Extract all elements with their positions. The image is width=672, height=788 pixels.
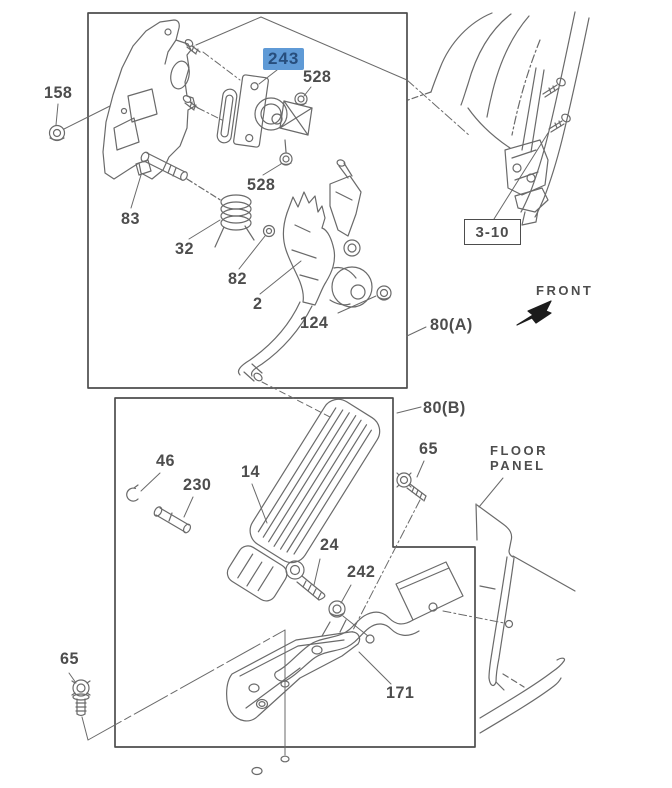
vehicle-location-sketch <box>407 11 590 226</box>
floor-panel-label-line2: PANEL <box>490 458 546 473</box>
floor-panel-drawing <box>475 477 576 687</box>
callout-528-upper[interactable]: 528 <box>303 67 332 86</box>
floor-panel-label-line1: FLOOR <box>490 443 548 458</box>
clip-46-drawing <box>126 472 161 502</box>
leader-80a <box>406 326 427 337</box>
pedal-lever-2-drawing <box>237 159 373 419</box>
pedal-pad-14-drawing <box>226 398 381 602</box>
callout-230[interactable]: 230 <box>183 475 212 494</box>
bracket-171-drawing <box>226 561 505 776</box>
front-label: FRONT <box>536 283 594 298</box>
callout-124[interactable]: 124 <box>300 313 329 332</box>
callout-80a[interactable]: 80(A) <box>430 315 473 334</box>
nut-528b-drawing <box>262 152 293 176</box>
leader-80b <box>396 406 422 414</box>
callout-171[interactable]: 171 <box>386 683 415 702</box>
callout-158[interactable]: 158 <box>44 83 73 102</box>
cross-reference-3-10[interactable]: 3-10 <box>464 219 521 245</box>
bushing-82-drawing <box>238 224 276 270</box>
callout-80b[interactable]: 80(B) <box>423 398 466 417</box>
callout-65-upper[interactable]: 65 <box>419 439 438 458</box>
vehicle-bolt-icon <box>548 113 571 133</box>
assembly-box-a <box>87 12 408 389</box>
callout-65-lower[interactable]: 65 <box>60 649 79 668</box>
cross-reference-label: 3-10 <box>475 223 510 241</box>
bolt-65a-drawing <box>351 460 427 633</box>
nut-242-drawing <box>328 584 369 637</box>
spring-32-drawing <box>188 194 255 248</box>
callout-242[interactable]: 242 <box>347 562 376 581</box>
nut-124-drawing <box>337 285 392 314</box>
sensor-243-drawing <box>216 69 313 153</box>
bolt-24-drawing <box>285 558 326 601</box>
screw-icon <box>184 39 201 55</box>
assembly-box-b <box>114 397 476 748</box>
callout-24[interactable]: 24 <box>320 535 339 554</box>
front-direction-arrow-icon <box>516 300 552 326</box>
callout-82[interactable]: 82 <box>228 269 247 288</box>
bolt-65b-drawing <box>68 629 286 741</box>
callout-14[interactable]: 14 <box>241 462 260 481</box>
callout-2[interactable]: 2 <box>253 294 263 313</box>
nut-528a-drawing <box>294 86 312 106</box>
body-sill-contours <box>479 657 566 734</box>
callout-528-lower[interactable]: 528 <box>247 175 276 194</box>
pivot-rod-drawing <box>140 151 223 202</box>
nut-158-drawing <box>48 103 111 142</box>
screw-icon <box>182 95 199 111</box>
projection-lines <box>195 16 471 137</box>
callout-83[interactable]: 83 <box>121 209 140 228</box>
callout-243-selected[interactable]: 243 <box>263 48 305 70</box>
callout-32[interactable]: 32 <box>175 239 194 258</box>
pin-230-drawing <box>153 496 194 534</box>
vehicle-bolt-icon <box>542 77 566 98</box>
bracket-83-drawing <box>102 19 201 209</box>
callout-46[interactable]: 46 <box>156 451 175 470</box>
